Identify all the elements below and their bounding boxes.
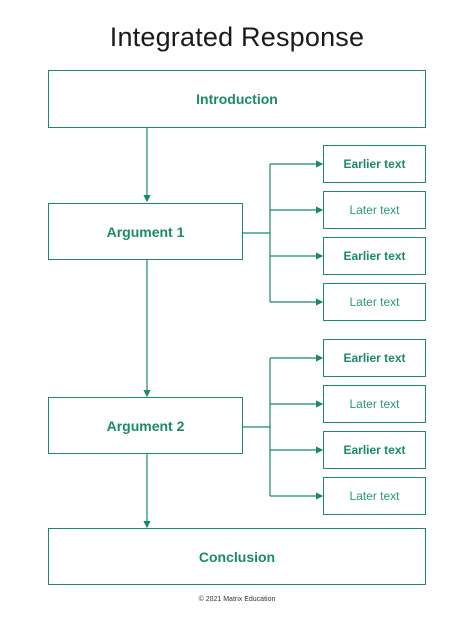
arg1-earlier-text-box: Earlier text [323, 237, 426, 275]
argument-2-box: Argument 2 [48, 397, 243, 454]
conclusion-box: Conclusion [48, 528, 426, 585]
arg2-later-text-box: Later text [323, 477, 426, 515]
arg1-later-text-box: Later text [323, 191, 426, 229]
arg2-earlier-text-box: Earlier text [323, 431, 426, 469]
page-title: Integrated Response [109, 22, 365, 52]
introduction-box: Introduction [48, 70, 426, 128]
arg1-earlier-text-box: Earlier text [323, 145, 426, 183]
arg1-later-text-box: Later text [323, 283, 426, 321]
copyright-footer: © 2021 Matrix Education [198, 596, 276, 603]
arg2-later-text-box: Later text [323, 385, 426, 423]
argument-1-box: Argument 1 [48, 203, 243, 260]
arg2-earlier-text-box: Earlier text [323, 339, 426, 377]
